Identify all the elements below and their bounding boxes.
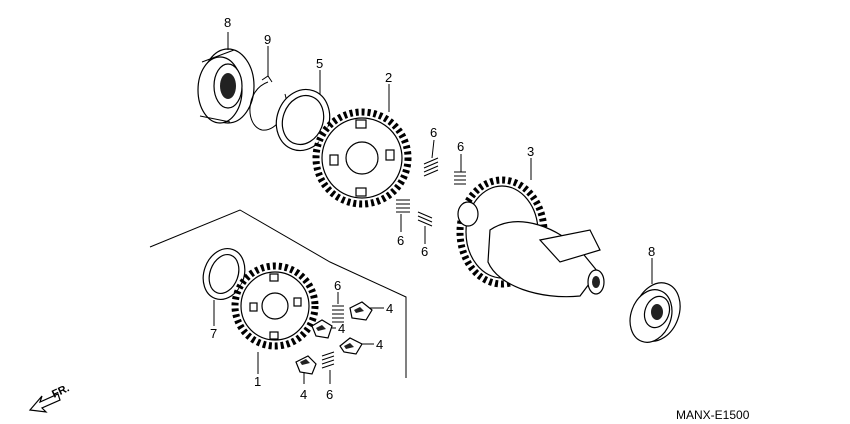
callout-7: 7 <box>210 326 217 341</box>
callout-4-b: 4 <box>338 321 345 336</box>
callout-6-f: 6 <box>326 387 333 402</box>
bearing-8-upper <box>197 48 255 124</box>
callout-8-lower: 8 <box>648 244 655 259</box>
callout-2: 2 <box>385 70 392 85</box>
spring-6-d <box>417 211 433 227</box>
damper-4-d <box>295 355 317 375</box>
spring-6-b <box>454 171 466 185</box>
gear-shaft-3 <box>456 176 605 298</box>
callout-labels: 8 9 5 2 6 6 3 6 6 1 7 8 6 4 4 4 4 6 <box>210 15 655 402</box>
callout-8-upper: 8 <box>224 15 231 30</box>
callout-6-a: 6 <box>430 125 437 140</box>
front-label: FR. <box>50 382 71 400</box>
damper-4-c <box>339 337 363 355</box>
callout-6-c: 6 <box>397 233 404 248</box>
spring-6-c <box>396 199 410 213</box>
callout-6-b: 6 <box>457 139 464 154</box>
callout-9: 9 <box>264 32 271 47</box>
front-direction-indicator: FR. <box>28 382 71 413</box>
assembly-outline <box>149 209 407 378</box>
damper-4-a <box>349 301 373 321</box>
damper-4-b <box>311 319 333 339</box>
diagram-code: MANX-E1500 <box>676 408 750 422</box>
callout-1: 1 <box>254 374 261 389</box>
callout-6-d: 6 <box>421 244 428 259</box>
front-arrow-icon <box>28 393 61 413</box>
callout-6-e: 6 <box>334 278 341 293</box>
spring-6-a <box>423 157 439 177</box>
bearing-8-lower <box>629 282 681 343</box>
spring-6-f <box>321 351 335 369</box>
sprocket-2 <box>312 108 412 208</box>
callout-4-a: 4 <box>386 301 393 316</box>
sprocket-1 <box>231 262 319 350</box>
spring-6-e <box>332 305 344 323</box>
washer-7 <box>202 248 246 300</box>
washer-5 <box>275 88 331 152</box>
callout-4-c: 4 <box>376 337 383 352</box>
callout-4-d: 4 <box>300 387 307 402</box>
leader-lines <box>213 32 653 384</box>
callout-3: 3 <box>527 144 534 159</box>
callout-5: 5 <box>316 56 323 71</box>
